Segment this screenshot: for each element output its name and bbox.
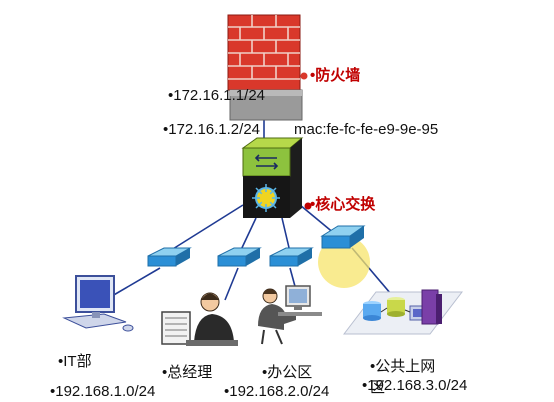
public-area-subnet: •192.168.3.0/24 xyxy=(362,377,468,394)
it-dept-label: •IT部 xyxy=(58,353,92,370)
it-computer-icon xyxy=(62,275,134,332)
firewall-icon xyxy=(227,14,308,121)
public-area-icon xyxy=(342,289,464,335)
cursor-highlight xyxy=(318,236,370,288)
core-switch-label: •核心交换 xyxy=(310,196,376,213)
link-sw3 xyxy=(281,217,291,253)
link-gm xyxy=(224,267,239,301)
core-switch-ip: •172.16.1.2/24 xyxy=(163,121,261,138)
firewall-label: •防火墙 xyxy=(310,67,361,84)
link-sw4 xyxy=(299,204,336,235)
gm-label: •总经理 xyxy=(162,364,213,381)
switch-icon-public xyxy=(320,225,366,249)
it-dept-subnet: •192.168.1.0/24 xyxy=(50,383,156,400)
switch-icon-office xyxy=(269,247,314,267)
office-subnet: •192.168.2.0/24 xyxy=(224,383,330,400)
office-worker-icon xyxy=(258,285,322,345)
core-switch-icon xyxy=(241,137,312,218)
office-label: •办公区 xyxy=(262,364,313,381)
switch-icon-gm xyxy=(217,247,262,267)
switch-icon-it xyxy=(147,247,192,267)
link-it xyxy=(111,267,161,297)
firewall-ip: •172.16.1.1/24 xyxy=(168,87,266,104)
link-sw1 xyxy=(167,204,244,253)
manager-person-icon xyxy=(161,292,238,346)
core-switch-mac: mac:fe-fc-fe-e9-9e-95 xyxy=(294,121,439,138)
link-sw2 xyxy=(239,217,257,253)
public-area-label: •公共上网区 xyxy=(370,358,436,396)
links xyxy=(111,120,397,301)
